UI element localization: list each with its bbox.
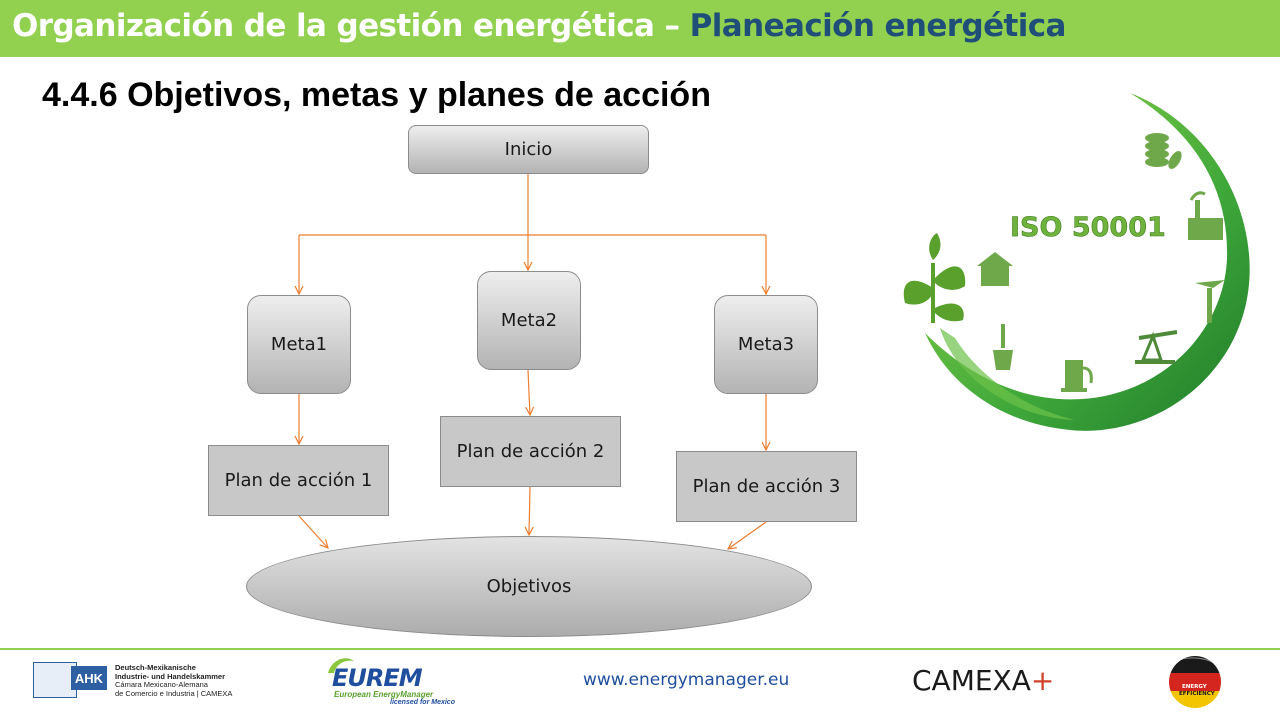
ahk-line2: Industrie- und Handelskammer bbox=[115, 671, 226, 681]
arrow-meta2-plan2 bbox=[528, 369, 530, 415]
header-title-prefix: Organización de la gestión energética – bbox=[12, 8, 690, 44]
node-meta3: Meta3 bbox=[714, 295, 818, 394]
node-meta1: Meta1 bbox=[247, 295, 351, 394]
iso-50001-graphic: ISO 50001 bbox=[903, 93, 1250, 431]
node-meta2: Meta2 bbox=[477, 271, 581, 370]
header-bar: Organización de la gestión energética – … bbox=[0, 0, 1280, 57]
arrow-plan2-objetivos bbox=[529, 486, 530, 535]
eurem-name: EUREM bbox=[332, 664, 423, 692]
node-inicio: Inicio bbox=[408, 125, 649, 174]
factory-icon bbox=[1188, 191, 1223, 240]
green-swoosh bbox=[925, 93, 1250, 431]
ahk-line1: Deutsch-Mexikanische bbox=[115, 663, 196, 672]
green-swoosh-inner bbox=[940, 328, 1075, 420]
ee-line2: EFFICIENCY bbox=[1179, 691, 1216, 697]
footer-divider bbox=[0, 648, 1280, 650]
ahk-emblem-icon bbox=[33, 662, 77, 698]
eurem-logo: EUREM European EnergyManager licensed fo… bbox=[322, 655, 472, 710]
wind-turbine-icon bbox=[1195, 280, 1225, 323]
plant-icon bbox=[903, 233, 966, 323]
website-link[interactable]: www.energymanager.eu bbox=[583, 670, 790, 690]
coins-icon bbox=[1145, 133, 1182, 170]
node-plan3: Plan de acción 3 bbox=[676, 451, 857, 522]
eurem-star-icon bbox=[328, 658, 354, 673]
header-title: Organización de la gestión energética – … bbox=[12, 8, 1066, 44]
ahk-line4: de Comercio e Industria | CAMEXA bbox=[115, 688, 233, 698]
camexa-plus: + bbox=[1030, 664, 1055, 697]
oil-pump-icon bbox=[1135, 330, 1178, 364]
ahk-badge: AHK bbox=[71, 666, 107, 690]
ahk-line3: Cámara Mexicano-Alemana bbox=[115, 680, 208, 689]
node-objetivos: Objetivos bbox=[246, 536, 812, 637]
iso-label: ISO 50001 bbox=[1010, 212, 1166, 243]
ee-line1: ENERGY bbox=[1182, 684, 1208, 690]
camexa-name: CAMEXA bbox=[912, 664, 1031, 697]
section-title: 4.4.6 Objetivos, metas y planes de acció… bbox=[42, 76, 711, 114]
ahk-text: Deutsch-Mexikanische Industrie- und Hand… bbox=[115, 663, 233, 698]
ahk-logo: AHK Deutsch-Mexikanische Industrie- und … bbox=[33, 662, 232, 698]
house-icon bbox=[977, 252, 1013, 286]
header-title-accent: Planeación energética bbox=[689, 8, 1067, 44]
fuel-pump-icon bbox=[1061, 360, 1093, 392]
node-plan2: Plan de acción 2 bbox=[440, 416, 621, 487]
eurem-subtitle: European EnergyManager bbox=[334, 690, 434, 699]
arrow-plan3-objetivos bbox=[728, 521, 767, 549]
power-plant-icon bbox=[993, 324, 1013, 370]
eurem-licensed: licensed for Mexico bbox=[390, 699, 455, 706]
energy-efficiency-logo: ENERGY EFFICIENCY bbox=[1169, 656, 1221, 708]
arrow-plan1-objetivos bbox=[298, 515, 328, 548]
node-plan1: Plan de acción 1 bbox=[208, 445, 389, 516]
camexa-logo: CAMEXA+ bbox=[912, 664, 1054, 697]
